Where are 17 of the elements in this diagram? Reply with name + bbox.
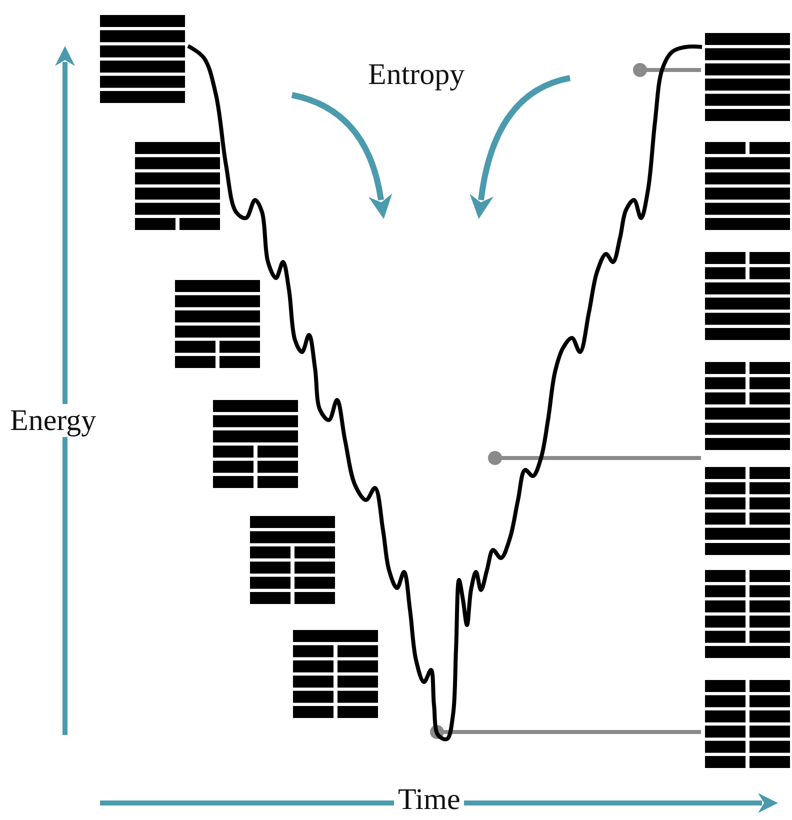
leader-line: [633, 63, 701, 77]
hexagram-symbol: [135, 142, 220, 230]
hexagram-symbol: [705, 467, 790, 555]
hexagram-symbol: [705, 33, 790, 121]
hexagram-symbol: [213, 400, 298, 488]
hexagram-symbol: [293, 630, 378, 718]
hexagram-symbol: [705, 680, 790, 768]
hexagram-symbol: [705, 252, 790, 340]
energy-curve: [186, 44, 702, 741]
hexagram-symbol: [250, 516, 335, 604]
hexagram-symbol: [705, 570, 790, 658]
hexagram-symbol: [100, 15, 185, 103]
leader-line: [488, 451, 701, 465]
hexagram-symbol: [175, 280, 260, 368]
leader-line: [430, 725, 701, 739]
hexagram-symbol: [705, 142, 790, 230]
hexagram-symbol: [705, 362, 790, 450]
